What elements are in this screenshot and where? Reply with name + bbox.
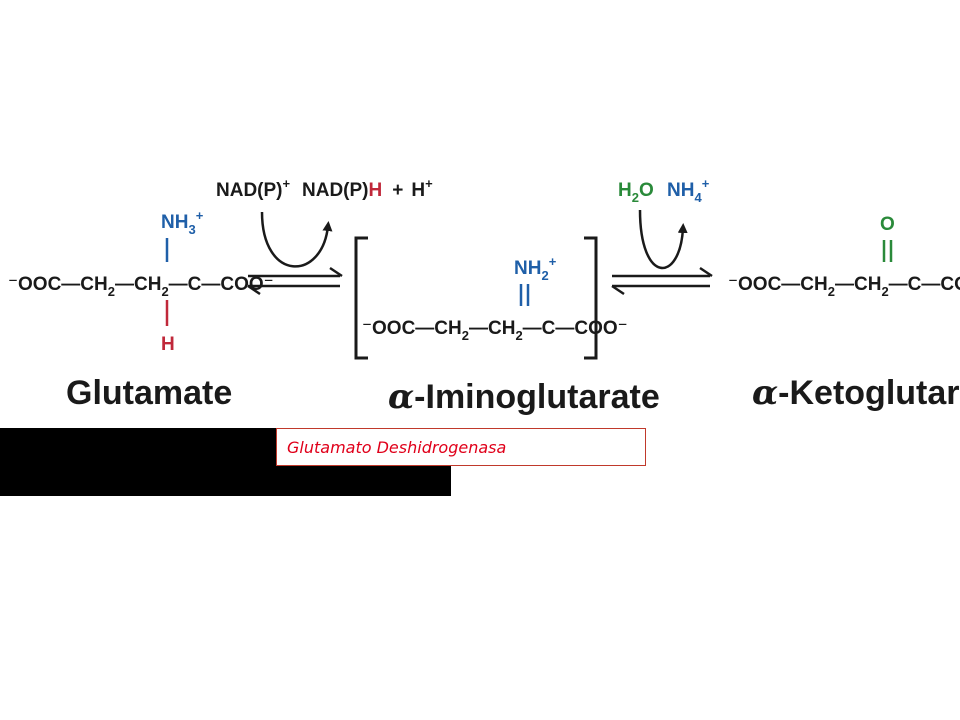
water-molecule: H2O	[618, 180, 654, 205]
cofactor-in: NAD(P)+	[216, 176, 291, 201]
iminoglutarate-label: α-Iminoglutarate	[388, 377, 660, 417]
iminoglutarate-brackets	[354, 236, 598, 360]
enzyme-caption: Glutamato Deshidrogenasa	[287, 437, 507, 457]
equilibrium-arrow-left	[247, 266, 343, 296]
ketoglutarate-double-bond	[882, 240, 893, 262]
glutamate-amino-group: NH3+	[161, 208, 204, 237]
cofactor-out: NAD(P)H+H+	[302, 176, 433, 201]
caption-box: Glutamato Deshidrogenasa	[276, 428, 646, 466]
ammonium-ion: NH4+	[667, 176, 710, 205]
ketoglutarate-label: α-Ketoglutarate	[752, 373, 960, 413]
iminoglutarate-chain: ⁻OOC—CH2—CH2—C—COO⁻	[362, 318, 628, 343]
iminoglutarate-imino-group: NH2+	[514, 254, 557, 283]
glutamate-chain: ⁻OOC—CH2—CH2—C—COO⁻	[8, 274, 274, 299]
ketoglutarate-oxygen: O	[880, 214, 895, 235]
glutamate-label: Glutamate	[66, 374, 232, 412]
cofactor-curved-arrow-right	[638, 209, 688, 269]
iminoglutarate-double-bond	[519, 284, 530, 306]
ketoglutarate-chain: ⁻OOC—CH2—CH2—C—COO⁻	[728, 274, 960, 299]
glutamate-h-atom: H	[161, 334, 175, 355]
cofactor-curved-arrow-left	[260, 211, 333, 268]
equilibrium-arrow-right	[611, 266, 713, 296]
